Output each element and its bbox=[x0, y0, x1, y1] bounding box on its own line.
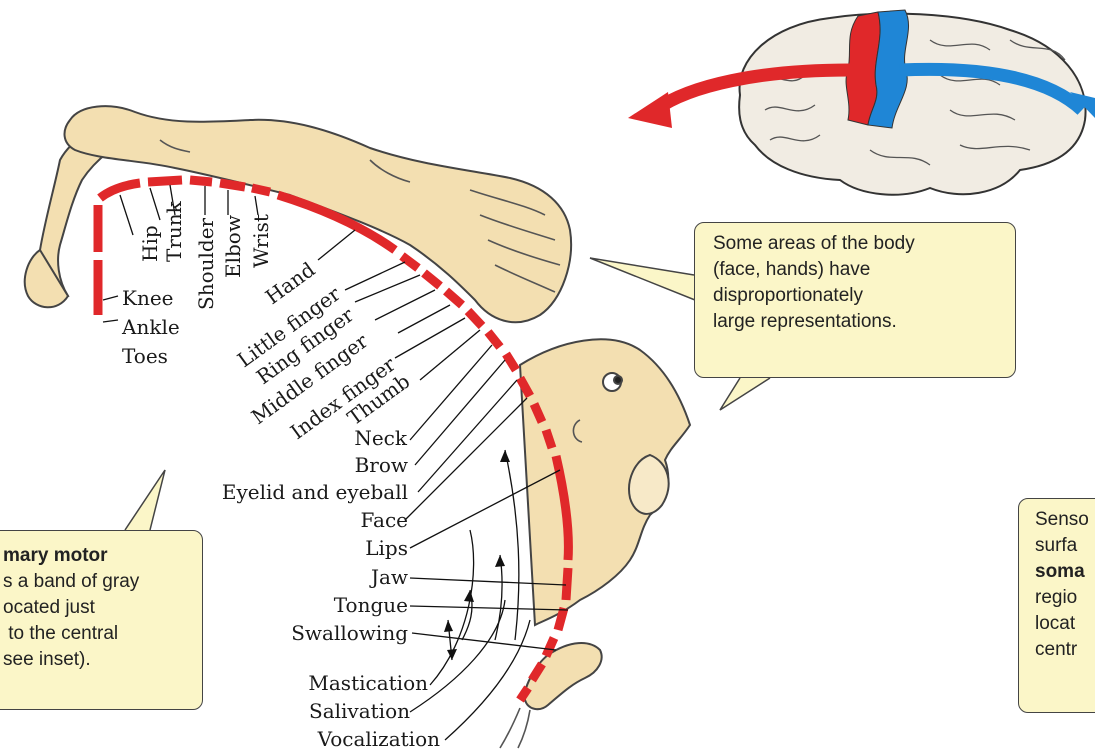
label-wrist: Wrist bbox=[249, 214, 273, 268]
label-vocalization: Vocalization bbox=[317, 727, 441, 751]
face-labels: Neck Brow Eyelid and eyeball Face Lips J… bbox=[222, 426, 440, 751]
callout-right-line-5: locat bbox=[1035, 611, 1095, 637]
label-shoulder: Shoulder bbox=[194, 217, 218, 310]
callout-left-line-1: mary motor bbox=[3, 543, 192, 569]
callout-right-line-6: centr bbox=[1035, 637, 1095, 663]
callout-left-tail bbox=[125, 470, 165, 530]
callout-middle-tail bbox=[590, 258, 695, 300]
callout-right-line-3: soma bbox=[1035, 559, 1095, 585]
left-labels: Knee Ankle Toes bbox=[121, 286, 180, 368]
label-salivation: Salivation bbox=[309, 699, 410, 723]
callout-left-line-4: to the central bbox=[3, 621, 192, 647]
callout-left-line-3: ocated just bbox=[3, 595, 192, 621]
callout-middle-line-1: Some areas of the body bbox=[713, 231, 997, 257]
label-mastication: Mastication bbox=[308, 671, 428, 695]
label-brow: Brow bbox=[355, 453, 408, 477]
brain-inset bbox=[628, 10, 1095, 195]
homunculus-foot bbox=[25, 250, 68, 307]
homunculus-pharynx bbox=[500, 708, 530, 748]
red-arrow-head bbox=[628, 92, 672, 128]
callout-middle: Some areas of the body (face, hands) hav… bbox=[694, 222, 1016, 378]
callout-left-line-5: see inset). bbox=[3, 647, 192, 673]
label-tongue: Tongue bbox=[334, 593, 408, 617]
label-jaw: Jaw bbox=[369, 565, 408, 589]
callout-right-line-1: Senso bbox=[1035, 507, 1095, 533]
callout-right: Senso surfa soma regio locat centr bbox=[1018, 498, 1095, 713]
brain-outline bbox=[739, 14, 1085, 195]
callout-left-line-2: s a band of gray bbox=[3, 569, 192, 595]
homunculus-pupil bbox=[614, 376, 622, 384]
callout-left: mary motor s a band of gray ocated just … bbox=[0, 530, 203, 710]
label-trunk: Trunk bbox=[162, 200, 186, 262]
callout-right-line-2: surfa bbox=[1035, 533, 1095, 559]
label-lips: Lips bbox=[365, 536, 408, 560]
face-region-arrows bbox=[448, 450, 519, 660]
label-hip: Hip bbox=[138, 225, 162, 262]
callout-middle-line-4: large representations. bbox=[713, 309, 997, 335]
callout-middle-line-2: (face, hands) have bbox=[713, 257, 997, 283]
label-swallowing: Swallowing bbox=[291, 621, 408, 645]
label-neck: Neck bbox=[354, 426, 408, 450]
callout-middle-line-3: disproportionately bbox=[713, 283, 997, 309]
callout-middle-tail-bottom bbox=[720, 378, 770, 410]
label-eyelid-and-eyeball: Eyelid and eyeball bbox=[222, 480, 408, 504]
label-face: Face bbox=[361, 508, 408, 532]
callout-right-line-4: regio bbox=[1035, 585, 1095, 611]
label-knee: Knee bbox=[122, 286, 174, 310]
label-elbow: Elbow bbox=[221, 215, 245, 278]
label-toes: Toes bbox=[122, 344, 168, 368]
label-ankle: Ankle bbox=[121, 315, 180, 339]
